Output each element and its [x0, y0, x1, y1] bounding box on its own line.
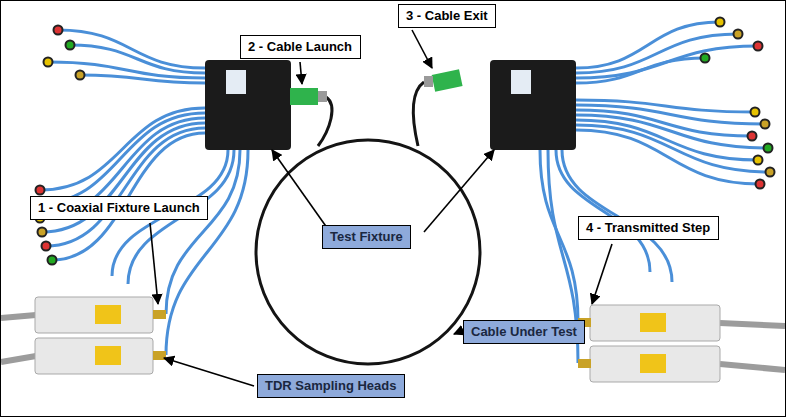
- head-port: [578, 359, 591, 368]
- leader-arrow: [272, 150, 330, 232]
- sampling-head: [590, 305, 720, 341]
- coax-cable: [70, 45, 205, 73]
- cable-end: [413, 82, 424, 146]
- sma-connector: [38, 228, 47, 237]
- leader-lines: [150, 30, 612, 386]
- leader-arrow: [424, 150, 494, 232]
- cable-connector: [424, 76, 433, 87]
- coax-cable: [166, 150, 248, 355]
- box-text: 4 - Transmitted Step: [586, 220, 711, 236]
- coax-cables: [32, 18, 775, 364]
- coax-cable: [46, 128, 205, 246]
- sampling-head: [590, 346, 720, 382]
- label-box: Cable Under Test: [463, 320, 585, 344]
- head-cable: [1, 315, 36, 318]
- box-text: 1 - Coaxial Fixture Launch: [38, 200, 200, 216]
- box-text: TDR Sampling Heads: [265, 378, 397, 394]
- fixture-sticker: [226, 70, 246, 94]
- callout-box: 4 - Transmitted Step: [578, 216, 719, 240]
- sma-connector: [748, 132, 757, 141]
- head-label: [640, 313, 666, 332]
- sma-connector: [764, 144, 773, 153]
- sma-connector: [76, 71, 85, 80]
- sma-connector: [716, 18, 725, 27]
- leader-arrow: [592, 244, 612, 304]
- head-label: [95, 346, 121, 365]
- fixture-box: [490, 60, 576, 150]
- head-cable: [720, 323, 785, 326]
- cable-connector: [290, 88, 318, 105]
- sma-connector: [761, 120, 770, 129]
- sampling-head: [35, 338, 153, 374]
- leader-arrow: [164, 358, 254, 386]
- head-port: [153, 310, 166, 319]
- box-text: Cable Under Test: [471, 324, 577, 340]
- head-label: [640, 354, 666, 373]
- sma-connector: [54, 26, 63, 35]
- sma-connector: [44, 58, 53, 67]
- leader-arrow: [300, 62, 302, 84]
- fixture-box: [205, 60, 291, 150]
- sma-connector: [754, 156, 763, 165]
- head-label: [95, 305, 121, 324]
- box-text: 2 - Cable Launch: [248, 39, 353, 55]
- coax-cable: [48, 62, 205, 78]
- leader-arrow: [150, 223, 158, 304]
- cable-end: [318, 97, 332, 146]
- leader-arrow: [412, 30, 432, 68]
- sma-connector: [66, 41, 75, 50]
- label-box: Test Fixture: [322, 225, 411, 249]
- callout-box: 3 - Cable Exit: [398, 4, 496, 28]
- coax-cable: [80, 75, 205, 83]
- sma-connector: [36, 186, 45, 195]
- cable-connector: [432, 69, 463, 91]
- coax-cable: [576, 22, 720, 68]
- sma-connector: [48, 256, 57, 265]
- label-box: TDR Sampling Heads: [257, 374, 405, 398]
- callout-box: 2 - Cable Launch: [240, 35, 361, 59]
- sma-connector: [751, 108, 760, 117]
- coax-cable: [576, 130, 760, 184]
- sma-connector: [754, 42, 763, 51]
- sma-connector: [766, 168, 775, 177]
- box-text: Test Fixture: [330, 229, 403, 245]
- box-text: 3 - Cable Exit: [406, 8, 488, 24]
- fixture-sticker: [511, 70, 531, 94]
- sampling-head: [35, 297, 153, 333]
- head-cable: [1, 356, 36, 362]
- coax-cable: [576, 34, 738, 73]
- sma-connector: [42, 242, 51, 251]
- sma-connector: [734, 30, 743, 39]
- sma-connector: [756, 180, 765, 189]
- coax-cable: [576, 58, 705, 83]
- head-cable: [720, 364, 785, 370]
- coax-cable: [556, 150, 650, 272]
- callout-box: 1 - Coaxial Fixture Launch: [30, 196, 208, 220]
- cable-loop: [256, 140, 480, 364]
- sma-connector: [701, 54, 710, 63]
- cable-connector: [318, 91, 327, 102]
